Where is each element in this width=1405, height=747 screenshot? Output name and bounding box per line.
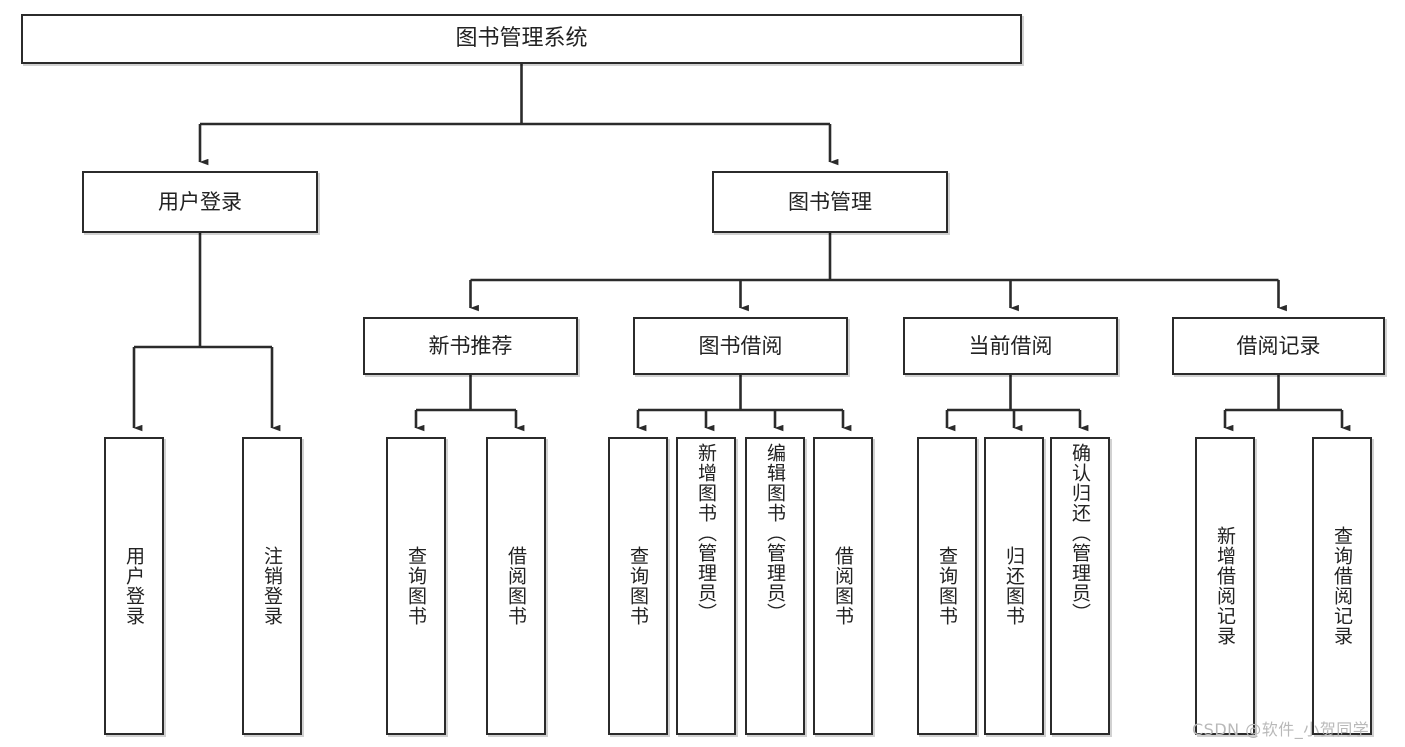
node-label: 新增借阅记录: [1214, 526, 1237, 646]
node-label: 用户登录: [158, 189, 242, 214]
node-leaf-user-login[interactable]: 用户登录: [104, 437, 164, 735]
node-label: 编辑图书（管理员）: [764, 443, 787, 623]
node-book-borrow[interactable]: 图书借阅: [633, 317, 848, 375]
node-leaf-add-book[interactable]: 新增图书（管理员）: [676, 437, 736, 735]
node-label: 图书借阅: [698, 333, 783, 358]
node-borrow-record[interactable]: 借阅记录: [1172, 317, 1385, 375]
node-label: 图书管理: [788, 189, 872, 214]
node-leaf-logout[interactable]: 注销登录: [242, 437, 302, 735]
node-new-book-rec[interactable]: 新书推荐: [363, 317, 578, 375]
node-label: 注销登录: [261, 546, 284, 626]
node-current-borrow[interactable]: 当前借阅: [903, 317, 1118, 375]
node-label: 用户登录: [123, 546, 146, 626]
node-leaf-edit-book[interactable]: 编辑图书（管理员）: [745, 437, 805, 735]
node-label: 归还图书: [1003, 546, 1026, 626]
node-label: 新书推荐: [428, 333, 513, 358]
node-leaf-confirm-return[interactable]: 确认归还（管理员）: [1050, 437, 1110, 735]
node-leaf-query-book-2[interactable]: 查询图书: [608, 437, 668, 735]
node-leaf-borrow-book-2[interactable]: 借阅图书: [813, 437, 873, 735]
node-label: 借阅图书: [832, 546, 855, 626]
node-leaf-add-record[interactable]: 新增借阅记录: [1195, 437, 1255, 735]
node-label: 图书管理系统: [455, 26, 588, 52]
node-label: 借阅图书: [505, 546, 528, 626]
edge-group: [132, 64, 1351, 432]
node-label: 查询图书: [405, 546, 428, 626]
node-leaf-query-book-3[interactable]: 查询图书: [917, 437, 977, 735]
node-label: 查询图书: [936, 546, 959, 626]
node-leaf-query-book-1[interactable]: 查询图书: [386, 437, 446, 735]
node-leaf-borrow-book-1[interactable]: 借阅图书: [486, 437, 546, 735]
node-root[interactable]: 图书管理系统: [21, 14, 1022, 64]
node-user-login[interactable]: 用户登录: [82, 171, 318, 233]
node-label: 当前借阅: [968, 333, 1053, 358]
node-leaf-return-book[interactable]: 归还图书: [984, 437, 1044, 735]
node-label: 查询图书: [627, 546, 650, 626]
node-label: 新增图书（管理员）: [695, 443, 718, 623]
node-leaf-query-record[interactable]: 查询借阅记录: [1312, 437, 1372, 735]
node-label: 查询借阅记录: [1331, 526, 1354, 646]
node-label: 确认归还（管理员）: [1069, 443, 1092, 623]
node-book-manage[interactable]: 图书管理: [712, 171, 948, 233]
node-label: 借阅记录: [1236, 333, 1321, 358]
